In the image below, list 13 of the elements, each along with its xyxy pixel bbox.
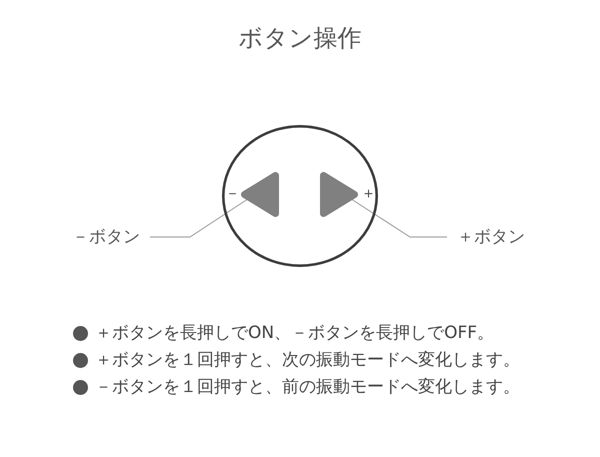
button-name-label: －ボタン: [72, 227, 140, 247]
leader-line: [350, 198, 448, 238]
button-name-label: ＋ボタン: [457, 227, 525, 247]
triangle-button: [320, 172, 358, 217]
device-body-outline: [222, 125, 378, 267]
note-text: －ボタンを１回押すと、前の振動モードへ変化します。: [95, 376, 520, 398]
sign-label: ＋: [361, 183, 376, 203]
triangle-button: [241, 172, 279, 217]
note-text: ＋ボタンを長押しでON、－ボタンを長押しでOFF。: [95, 322, 494, 344]
note-text: ＋ボタンを１回押すと、次の振動モードへ変化します。: [95, 349, 520, 371]
title: ボタン操作: [238, 23, 362, 53]
sign-label: －: [225, 183, 240, 203]
leader-line: [150, 198, 248, 238]
